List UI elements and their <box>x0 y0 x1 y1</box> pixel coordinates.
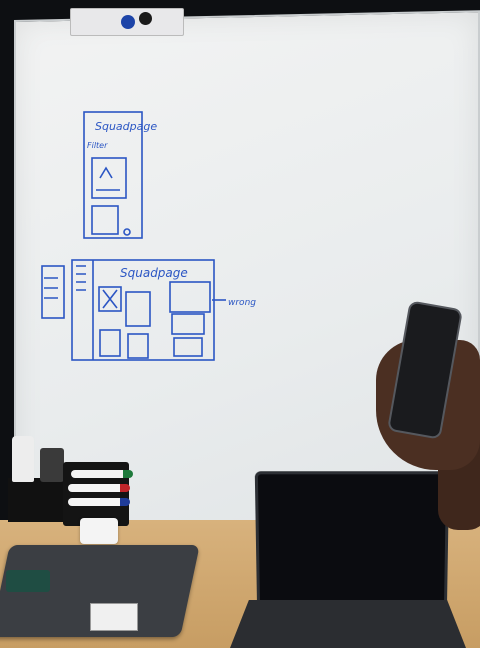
black-magnet <box>139 12 152 25</box>
spray-bottle <box>12 436 34 482</box>
sketch-title-desktop: Squadpage <box>120 266 188 280</box>
open-laptop-screen <box>254 471 450 617</box>
desktop-frame <box>71 259 215 361</box>
blue-magnet <box>121 15 135 29</box>
laptop-sticker <box>6 570 50 592</box>
red-marker <box>68 484 130 492</box>
eraser <box>40 448 64 482</box>
mobile-card-2 <box>91 205 119 235</box>
supply-base <box>8 478 68 522</box>
mobile-card <box>91 157 127 199</box>
whiteboard-tray <box>70 8 184 36</box>
blue-marker <box>68 498 130 506</box>
open-laptop-keyboard <box>230 600 466 648</box>
sketch-filter-label: Filter <box>87 141 108 150</box>
sketch-wrong-label: wrong <box>228 298 256 308</box>
power-adapter <box>80 518 118 544</box>
marker-holder <box>63 462 133 526</box>
green-marker <box>71 470 133 478</box>
sketch-title-mobile: Squadpage <box>95 120 157 133</box>
mobile-frame <box>83 111 143 239</box>
qr-sticker <box>90 603 138 631</box>
